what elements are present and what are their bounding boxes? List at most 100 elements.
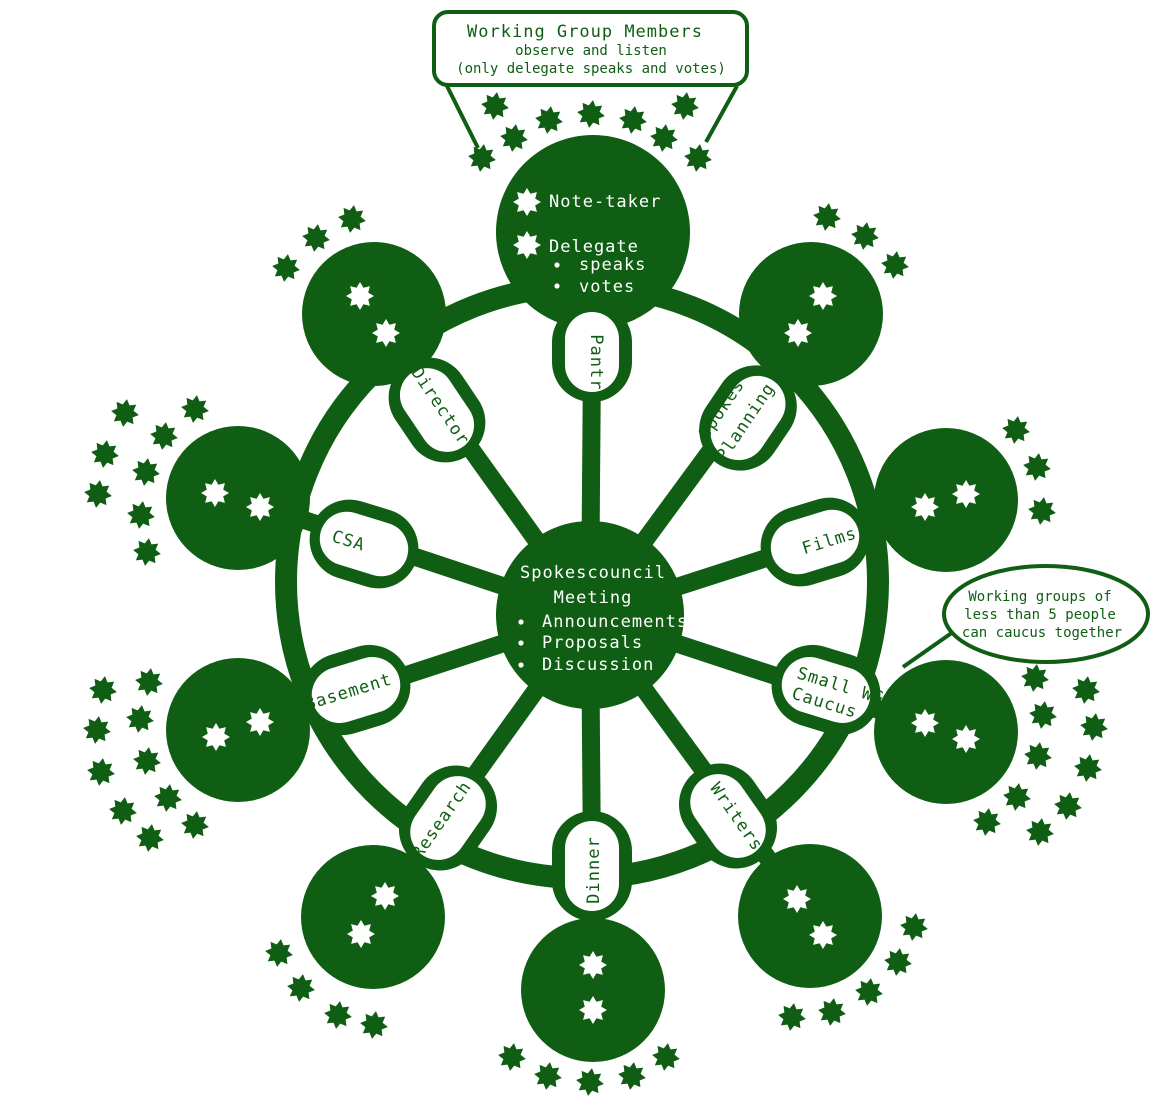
star-icon bbox=[579, 951, 607, 979]
star-icon bbox=[811, 201, 843, 233]
hub-research bbox=[301, 845, 445, 989]
star-icon bbox=[1070, 674, 1102, 706]
star-icon bbox=[246, 493, 274, 521]
center-title-line1: Spokescouncil bbox=[520, 563, 666, 583]
star-icon bbox=[322, 999, 354, 1031]
star-icon bbox=[882, 946, 914, 978]
star-icon bbox=[82, 478, 114, 510]
star-icon bbox=[971, 806, 1003, 838]
pill-films bbox=[760, 497, 870, 587]
star-icon bbox=[776, 1001, 808, 1033]
side-callout-bubble bbox=[942, 564, 1150, 664]
hub-basement bbox=[166, 658, 310, 802]
label-pills bbox=[301, 302, 881, 921]
top-callout-pointer-right bbox=[704, 85, 739, 143]
star-icon bbox=[152, 782, 184, 814]
star-icon bbox=[1019, 662, 1051, 694]
star-icon bbox=[358, 1009, 390, 1041]
note-taker-label: Note-taker bbox=[549, 192, 661, 212]
star-icon bbox=[125, 499, 157, 531]
star-icon bbox=[263, 937, 295, 969]
top-callout-title: Working Group Members bbox=[467, 22, 703, 42]
delegate-speaks: speaks bbox=[579, 255, 646, 275]
star-icon bbox=[784, 319, 812, 347]
star-icon bbox=[466, 142, 498, 174]
star-icon bbox=[849, 220, 881, 252]
pill-small-wg bbox=[771, 644, 881, 736]
star-icon bbox=[479, 90, 511, 122]
center-item-3: Discussion bbox=[542, 655, 654, 675]
center-circle bbox=[496, 521, 684, 709]
side-callout-pointer bbox=[901, 630, 955, 669]
spoke-label-dinner: Dinner bbox=[584, 836, 604, 903]
star-icon bbox=[131, 745, 163, 777]
hub-directors bbox=[302, 242, 446, 386]
delegate-label: Delegate bbox=[549, 237, 639, 257]
pill-writers bbox=[678, 763, 778, 869]
star-icon bbox=[1000, 414, 1032, 446]
star-icon bbox=[300, 222, 332, 254]
star-icon bbox=[952, 480, 980, 508]
star-icon bbox=[270, 252, 302, 284]
hub-top bbox=[496, 135, 690, 329]
pill-basement bbox=[301, 644, 411, 736]
pill-dinner bbox=[552, 811, 632, 921]
star-icon bbox=[853, 976, 885, 1008]
star-icon bbox=[109, 397, 141, 429]
star-icon bbox=[81, 714, 113, 746]
hub-csa bbox=[166, 426, 310, 570]
star-icon bbox=[496, 1041, 528, 1073]
star-icon bbox=[1052, 790, 1084, 822]
star-icon bbox=[1001, 781, 1033, 813]
top-callout-box bbox=[432, 10, 749, 87]
star-icon bbox=[372, 319, 400, 347]
pill-csa bbox=[309, 499, 419, 589]
star-icon bbox=[574, 1066, 606, 1098]
center-title-line2: Meeting bbox=[554, 588, 633, 608]
hub-writers bbox=[738, 844, 882, 988]
star-icon bbox=[347, 920, 375, 948]
star-icon bbox=[1024, 816, 1056, 848]
star-icon bbox=[130, 456, 162, 488]
star-icon bbox=[85, 756, 117, 788]
star-icon bbox=[1022, 740, 1054, 772]
star-icon bbox=[616, 1060, 648, 1092]
star-icon bbox=[911, 709, 939, 737]
bullet-icon bbox=[518, 662, 524, 668]
side-callout-line3: can caucus together bbox=[962, 625, 1122, 641]
star-icon bbox=[579, 996, 607, 1024]
star-icon bbox=[513, 231, 541, 259]
star-icon bbox=[783, 885, 811, 913]
star-icon bbox=[1026, 495, 1058, 527]
star-icon bbox=[336, 203, 368, 235]
hub-small-wg bbox=[874, 660, 1018, 804]
hub-spokes-planning bbox=[739, 242, 883, 386]
star-icon bbox=[1072, 752, 1104, 784]
pill-spokes-planning bbox=[699, 365, 797, 471]
star-icon bbox=[1078, 711, 1110, 743]
star-icon bbox=[816, 996, 848, 1028]
star-icon bbox=[201, 479, 229, 507]
star-icon bbox=[131, 536, 163, 568]
star-icon bbox=[124, 703, 156, 735]
pill-research bbox=[398, 765, 498, 871]
pill-pantry bbox=[552, 302, 632, 402]
star-icon bbox=[371, 882, 399, 910]
hub-circles bbox=[166, 135, 1018, 1062]
star-icon bbox=[346, 282, 374, 310]
star-icon bbox=[879, 249, 911, 281]
star-icon bbox=[498, 122, 530, 154]
star-icon bbox=[179, 809, 211, 841]
bullet-icon bbox=[518, 640, 524, 646]
star-icon bbox=[952, 725, 980, 753]
star-icon bbox=[107, 795, 139, 827]
star-icon bbox=[898, 911, 930, 943]
star-icon bbox=[809, 921, 837, 949]
spoke-label-pantry: Pantry bbox=[586, 334, 606, 401]
bullet-icon bbox=[554, 262, 560, 268]
center-item-1: Announcements bbox=[542, 612, 688, 632]
star-icon bbox=[682, 142, 714, 174]
star-icon bbox=[911, 493, 939, 521]
star-icon bbox=[179, 393, 211, 425]
